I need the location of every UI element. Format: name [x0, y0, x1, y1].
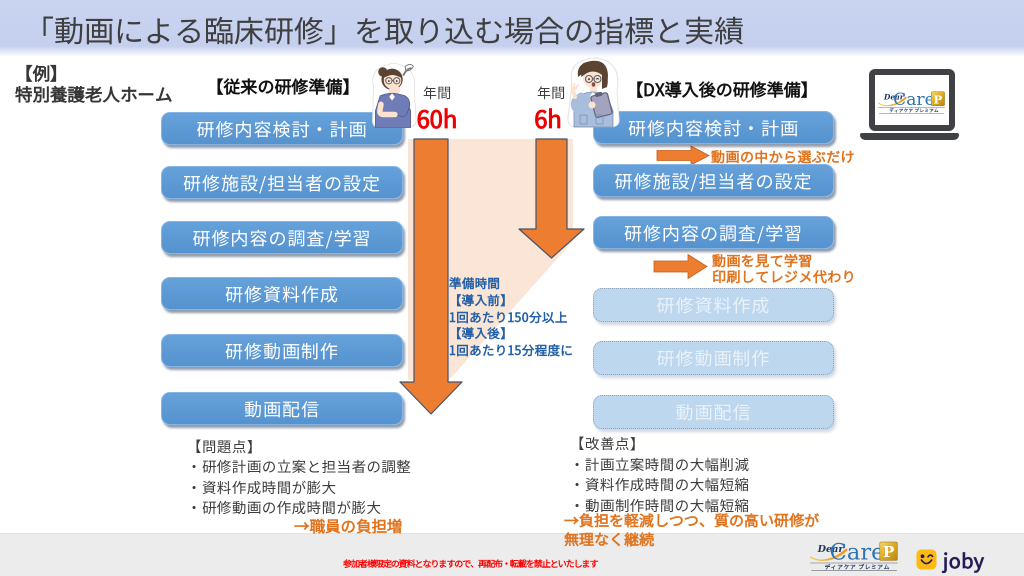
improvements-block: 【改善点】 ・計画立案時間の大幅削減 ・資料作成時間の大幅短縮 ・動画制作時間の… — [570, 433, 750, 516]
joby-icon — [916, 549, 937, 570]
joby-wordmark: joby — [943, 545, 985, 574]
annual-label-left: 年間 — [423, 83, 451, 103]
improvements-conclusion-line: →負担を軽減しつつ、質の高い研修が — [564, 510, 820, 531]
annual-hours-right: 6h — [534, 100, 562, 135]
dearcare-p: P — [883, 543, 895, 561]
step-box-left-3: 研修資料作成 — [161, 277, 403, 310]
problems-header: 【問題点】 — [187, 436, 262, 457]
prep-time-line: 【導入前】 — [449, 289, 514, 309]
nurse-clipboard-illustration — [567, 57, 620, 128]
step-box-left-2: 研修内容の調査/学習 — [161, 221, 403, 254]
step-box-right-4: 研修動画制作 — [593, 341, 834, 375]
problems-conclusion: →職員の負担増 — [294, 515, 403, 537]
laptop-base — [860, 133, 959, 140]
dearcare-dear: Dear — [883, 92, 905, 101]
dearcare-p-box — [879, 541, 898, 561]
step-box-left-0: 研修内容検討・計画 — [161, 112, 403, 145]
dx-note-watch: 動画を見て学習 — [712, 251, 813, 271]
footer-dearcare-logo: Dear Care P ディアケア プレミアム — [808, 536, 901, 576]
annual-label-right: 年間 — [537, 83, 565, 103]
title-band — [0, 0, 1024, 58]
step-box-right-0: 研修内容検討・計画 — [593, 111, 834, 144]
step-box-right-3: 研修資料作成 — [593, 288, 834, 322]
dearcare-care: Care — [893, 90, 935, 110]
prep-time-line: 1回あたり15分程度に — [449, 340, 574, 360]
problem-item: ・資料作成時間が膨大 — [187, 476, 337, 498]
step-box-right-1: 研修施設/担当者の設定 — [593, 164, 834, 197]
right-column-header: 【DX導入後の研修準備】 — [626, 76, 818, 101]
laptop-illustration: Dear Care P ディアケア プレミアム — [855, 58, 977, 148]
dearcare-logo: Dear Care P ディアケア プレミアム — [810, 539, 898, 571]
improvement-item: ・資料作成時間の大幅短縮 — [570, 474, 750, 496]
dx-note-select: 動画の中から選ぶだけ — [711, 147, 855, 167]
nurse-thinking-illustration — [372, 63, 417, 128]
prep-time-line: 【導入後】 — [449, 323, 514, 343]
step-box-right-2: 研修内容の調査/学習 — [593, 216, 834, 249]
step-box-left-1: 研修施設/担当者の設定 — [161, 166, 403, 199]
prep-time-line: 準備時間 — [449, 273, 501, 292]
dearcare-logo: Dear Care P ディアケア プレミアム — [878, 90, 945, 114]
prep-time-line: 1回あたり150分以上 — [449, 306, 568, 326]
problem-item: ・研修動画の作成時間が膨大 — [187, 497, 382, 519]
dearcare-swoosh — [878, 96, 907, 106]
dx-note-print: 印刷してレジメ代わり — [712, 267, 856, 287]
dearcare-subtitle: ディアケア プレミアム — [889, 107, 939, 114]
dearcare-p-box — [931, 91, 945, 106]
step-box-left-5: 動画配信 — [161, 392, 403, 425]
dearcare-care: Care — [830, 539, 885, 565]
dearcare-p: P — [934, 92, 943, 106]
improvements-conclusion-line: 無理なく継続 — [564, 529, 655, 550]
improvement-item: ・動画制作時間の大幅短縮 — [570, 494, 750, 516]
big-arrow-6h — [518, 138, 585, 259]
joby-logo: joby — [916, 545, 984, 574]
problems-block: 【問題点】 ・研修計画の立案と担当者の調整 ・資料作成時間が膨大 ・研修動画の作… — [187, 436, 412, 519]
small-arrow-watch — [653, 253, 708, 280]
left-column-header: 【従来の研修準備】 — [206, 73, 360, 98]
nurse-right — [564, 57, 622, 134]
example-label: 【例】 特別養護老人ホーム — [15, 63, 173, 105]
small-arrow-select — [656, 145, 710, 166]
example-facility: 特別養護老人ホーム — [15, 82, 173, 107]
dearcare-subtitle: ディアケア プレミアム — [825, 562, 890, 571]
nurse-left — [368, 61, 418, 136]
improvements-header: 【改善点】 — [570, 433, 645, 454]
annual-hours-left: 60h — [416, 100, 458, 135]
improvement-item: ・計画立案時間の大幅削減 — [570, 453, 750, 475]
footer-disclaimer: 参加者様限定の資料となりますので、再配布・転載を禁止といたします — [343, 557, 598, 570]
footer-band — [0, 533, 1024, 576]
step-box-right-5: 動画配信 — [593, 395, 834, 429]
laptop-screen: Dear Care P ディアケア プレミアム — [869, 69, 955, 131]
problem-item: ・研修計画の立案と担当者の調整 — [187, 456, 412, 478]
dearcare-swoosh — [810, 548, 848, 561]
step-box-left-4: 研修動画制作 — [161, 334, 403, 367]
example-tag: 【例】 — [15, 61, 68, 86]
slide-title: 「動画による臨床研修」を取り込む場合の指標と実績 — [24, 7, 744, 51]
prep-time-note: 準備時間 【導入前】 1回あたり150分以上 【導入後】 1回あたり15分程度に — [449, 273, 574, 360]
dearcare-dear: Dear — [817, 544, 845, 555]
improvements-conclusion: →負担を軽減しつつ、質の高い研修が 無理なく継続 — [564, 511, 819, 549]
